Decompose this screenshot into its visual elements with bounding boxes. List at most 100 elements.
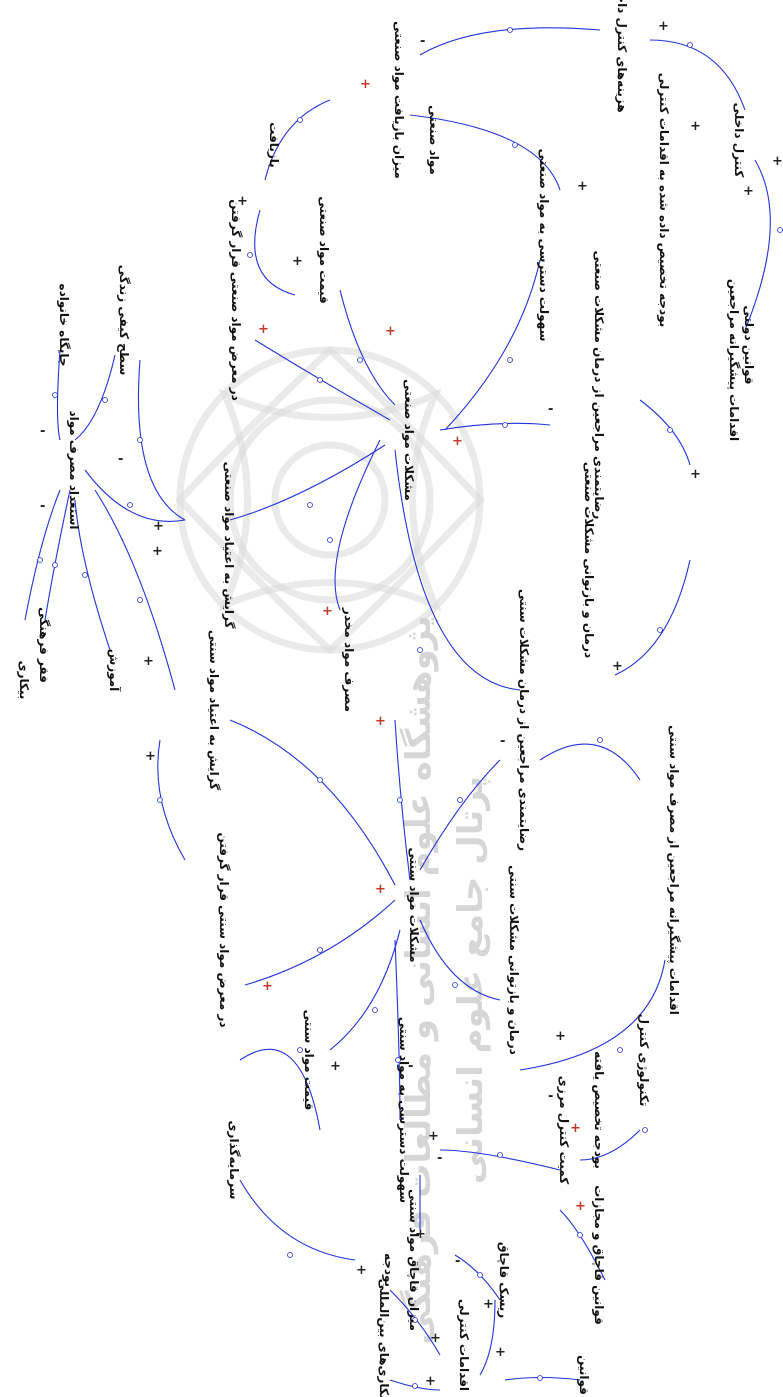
node-industrial-prevention: اقدامات پیشگیرانه مراجعین — [727, 279, 741, 441]
link-marker — [417, 647, 423, 653]
polarity-minus: - — [455, 1254, 460, 1269]
link-marker — [395, 1057, 401, 1063]
link-marker — [397, 797, 403, 803]
link-marker — [137, 597, 143, 603]
link-marker — [52, 392, 58, 398]
polarity-minus: - — [437, 1151, 442, 1166]
node-industrial-addiction-tendency: گرایش به اعتیاد مواد صنعتی — [221, 462, 236, 629]
polarity-minus: - — [420, 34, 425, 49]
polarity-plus: + — [415, 1227, 426, 1242]
link-marker — [137, 437, 143, 443]
node-industrial-recycling-rate: میزان بازیافت مواد صنعتی — [391, 21, 406, 179]
link-marker — [357, 357, 363, 363]
edge — [329, 929, 401, 1051]
svg-text:همکاری‌های بین‌المللی: همکاری‌های بین‌المللی — [377, 1279, 391, 1397]
polarity-plus: + — [330, 1059, 341, 1074]
polarity-plus: + — [690, 467, 701, 482]
node-traditional-price: قیمت مواد سنتی — [301, 1010, 316, 1111]
svg-text:در معرض مواد سنتی قرار گرفتن: در معرض مواد سنتی قرار گرفتن — [216, 832, 231, 1027]
svg-text:سهولت دسترسی به مواد صنعتی: سهولت دسترسی به مواد صنعتی — [536, 149, 551, 342]
edge — [389, 1379, 441, 1391]
edge — [44, 489, 71, 621]
polarity-minus: - — [408, 1059, 413, 1074]
link-marker — [297, 117, 303, 123]
link-marker — [537, 1375, 543, 1381]
node-quality-of-life: سطح کیفی زندگی — [117, 265, 131, 376]
polarity-minus: - — [548, 1089, 553, 1104]
svg-text:میزان قاچاق مواد سنتی: میزان قاچاق مواد سنتی — [406, 1189, 421, 1331]
svg-text:اقدامات پیشگیرانه مراجعین: اقدامات پیشگیرانه مراجعین — [727, 279, 741, 441]
link-marker — [307, 502, 313, 508]
edge — [137, 359, 186, 521]
edge — [229, 719, 396, 886]
link-marker — [507, 357, 513, 363]
svg-text:قوانین دولتی: قوانین دولتی — [741, 305, 756, 384]
svg-text:قیمت مواد صنعتی: قیمت مواد صنعتی — [316, 196, 331, 303]
polarity-plus: + — [360, 77, 371, 92]
watermark-logo — [175, 345, 485, 655]
edge — [409, 114, 561, 191]
link-marker — [102, 397, 108, 403]
svg-text:اقدامات پیشگیرانه مراجعین از م: اقدامات پیشگیرانه مراجعین از مصرف مواد س… — [666, 725, 681, 1015]
node-traditional-treatment-satisfaction: رضایتمندی مراجعین از درمان مشکلات سنتی — [517, 589, 531, 851]
edge — [56, 349, 61, 441]
node-industrial-treatment-satisfaction: رضایتمندی مراجعین از درمان مشکلات صنعتی — [592, 251, 606, 520]
svg-text:سطح کیفی زندگی: سطح کیفی زندگی — [117, 265, 131, 376]
link-marker — [617, 1047, 623, 1053]
link-marker — [247, 252, 253, 258]
node-traditional-treatment: درمان و بازتوانی مشکلات سنتی — [506, 865, 521, 1055]
node-cultural-poverty: فقر فرهنگی — [37, 607, 51, 683]
svg-text:استعداد مصرف مواد: استعداد مصرف مواد — [66, 410, 81, 529]
node-education: آموزش — [106, 649, 122, 692]
edges — [24, 27, 771, 1391]
node-industrial-price: قیمت مواد صنعتی — [316, 196, 331, 303]
edge — [264, 99, 331, 181]
edge — [579, 1129, 641, 1161]
node-traditional-problems: مشکلات مواد سنتی — [406, 847, 421, 962]
svg-text:قوانین: قوانین — [576, 1355, 591, 1395]
node-traditional-prevention: اقدامات پیشگیرانه مراجعین از مصرف مواد س… — [666, 725, 681, 1015]
link-marker — [577, 1232, 583, 1238]
svg-text:ریسک قاچاق: ریسک قاچاق — [497, 1242, 511, 1318]
edge — [74, 499, 111, 651]
node-traditional-addiction-tendency: گرایش به اعتیاد مواد سنتی — [206, 630, 221, 790]
node-investment: سرمایه‌گذاری — [227, 1121, 241, 1200]
link-marker — [477, 1272, 483, 1278]
polarity-plus: + — [483, 1297, 494, 1312]
polarity-plus: + — [452, 434, 463, 449]
edge — [419, 27, 601, 56]
node-recycling: بازیافت — [267, 122, 281, 168]
node-laws: قوانین — [576, 1355, 591, 1395]
link-marker — [597, 737, 603, 743]
edge — [479, 1299, 496, 1376]
link-marker — [157, 797, 163, 803]
svg-text:قوانین قاچاق و مجازات: قوانین قاچاق و مجازات — [591, 1185, 606, 1325]
polarity-minus: - — [500, 734, 505, 749]
svg-text:رضایتمندی مراجعین از درمان مشک: رضایتمندی مراجعین از درمان مشکلات سنتی — [517, 589, 531, 851]
node-traditional-smuggling-rate: میزان قاچاق مواد سنتی — [406, 1189, 421, 1331]
edge — [339, 289, 396, 406]
edge — [74, 354, 116, 441]
edge — [394, 449, 521, 691]
node-border-control: کمیت کنترل مرزی — [557, 1076, 571, 1184]
link-marker — [502, 422, 508, 428]
edge — [244, 899, 396, 986]
polarity-plus: + — [292, 254, 303, 269]
svg-text:سهولت دسترسی به مواد سنتی: سهولت دسترسی به مواد سنتی — [396, 1017, 411, 1203]
polarity-plus: + — [322, 604, 333, 619]
link-marker — [287, 1252, 293, 1258]
edge — [649, 39, 746, 111]
link-marker — [497, 1152, 503, 1158]
node-industrial-materials: مواد صنعتی — [426, 105, 441, 175]
node-traditional-access: سهولت دسترسی به مواد سنتی — [396, 1017, 411, 1203]
edge — [254, 209, 296, 296]
edge — [744, 159, 771, 331]
polarity-minus: - — [40, 424, 45, 439]
polarity-plus: + — [356, 1263, 367, 1278]
edge — [84, 469, 186, 522]
node-industrial-exposure: در معرض مواد صنعتی قرار گرفتن — [228, 199, 243, 401]
edge — [419, 919, 501, 1001]
edge — [614, 559, 691, 676]
node-industrial-access: سهولت دسترسی به مواد صنعتی — [536, 149, 551, 342]
